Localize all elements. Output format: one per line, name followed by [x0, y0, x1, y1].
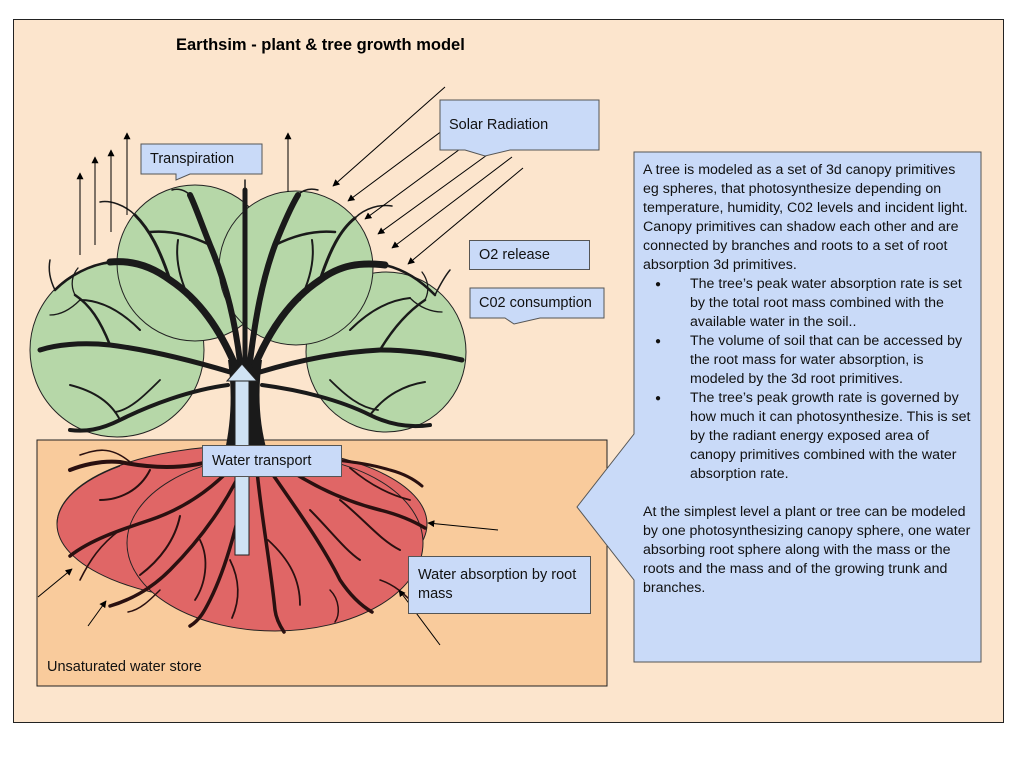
transpiration-callout-shape: [140, 143, 263, 181]
info-closing: At the simplest level a plant or tree ca…: [643, 504, 971, 596]
water-absorption-arrows: [37, 520, 499, 646]
info-bullet: The volume of soil that can be accessed …: [643, 332, 973, 389]
info-bullet: The tree’s peak water absorption rate is…: [643, 275, 973, 332]
c02-consumption-callout-shape: [469, 287, 605, 325]
o2-release-label: O2 release: [469, 240, 590, 270]
solar-radiation-label: Solar Radiation: [449, 117, 549, 133]
info-panel: A tree is modeled as a set of 3d canopy …: [643, 161, 973, 598]
unsaturated-water-store-label: Unsaturated water store: [47, 659, 202, 675]
water-absorption-label: Water absorption by root mass: [408, 556, 591, 614]
page-title: Earthsim - plant & tree growth model: [176, 36, 465, 54]
transpiration-label: Transpiration: [150, 151, 235, 167]
info-bullet-list: The tree’s peak water absorption rate is…: [643, 275, 973, 484]
info-intro: A tree is modeled as a set of 3d canopy …: [643, 162, 968, 273]
solar-radiation-callout-shape: [439, 99, 600, 157]
water-transport-label: Water transport: [202, 445, 342, 477]
c02-consumption-label: C02 consumption: [479, 295, 592, 311]
transpiration-arrows: [76, 132, 292, 255]
info-bullet: The tree’s peak growth rate is governed …: [643, 389, 973, 484]
